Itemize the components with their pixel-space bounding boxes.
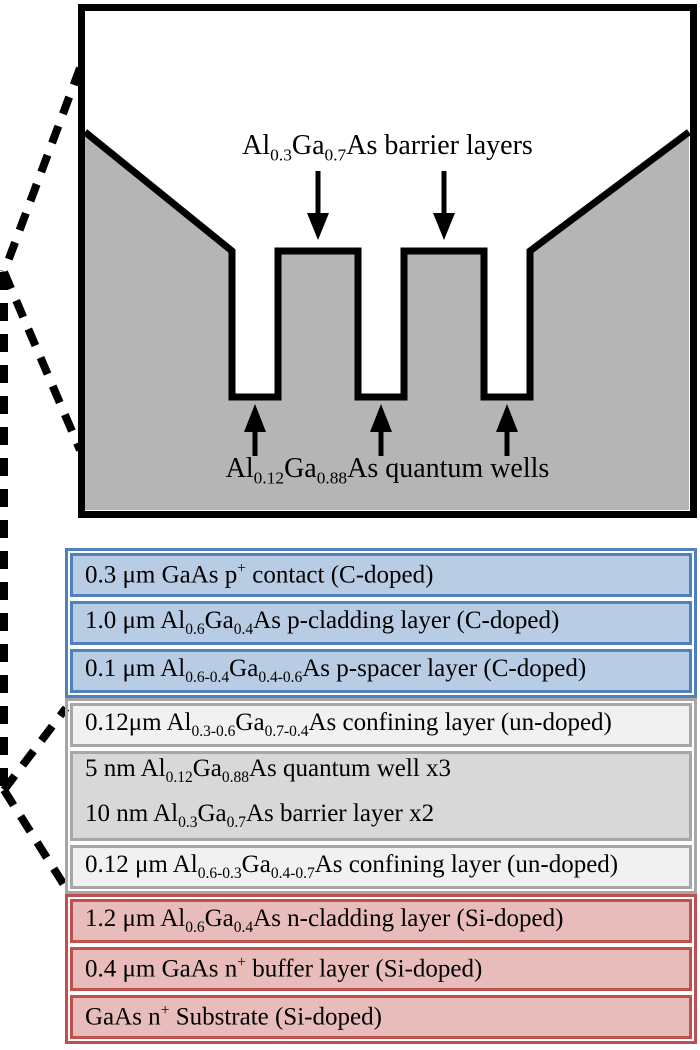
layer-row-n-cladding: 1.2 μm Al0.6Ga0.4As n-cladding layer (Si… xyxy=(70,899,692,943)
layer-row-p-contact: 0.3 μm GaAs p+ contact (C-doped) xyxy=(70,553,692,597)
well-up-arrow xyxy=(244,404,266,456)
layer-row-p-cladding: 1.0 μm Al0.6Ga0.4As p-cladding layer (C-… xyxy=(70,601,692,645)
band-region-fill xyxy=(85,132,689,510)
barrier-down-arrow xyxy=(433,171,455,240)
band-diagram-box: Al0.3Ga0.7As barrier layers Al0.12Ga0.88… xyxy=(78,4,697,518)
dashed-line-stack-bottom xyxy=(0,787,70,891)
layer-row-lower-confining: 0.12 μm Al0.6-0.3Ga0.4-0.7As confining l… xyxy=(70,845,692,889)
well-up-arrow xyxy=(370,404,392,456)
dashed-line-stack-top xyxy=(0,705,70,793)
layer-label: 0.12μm Al0.3-0.6Ga0.7-0.4As confining la… xyxy=(85,709,612,740)
band-profile xyxy=(85,129,690,510)
layer-row-quantum-wells: 5 nm Al0.12Ga0.88As quantum well x3 10 n… xyxy=(70,751,692,841)
layer-row-upper-confining: 0.12μm Al0.3-0.6Ga0.7-0.4As confining la… xyxy=(70,703,692,747)
layer-label: GaAs n+ Substrate (Si-doped) xyxy=(85,1002,382,1031)
layer-row-substrate: GaAs n+ Substrate (Si-doped) xyxy=(70,995,692,1039)
layer-label: 0.3 μm GaAs p+ contact (C-doped) xyxy=(85,560,434,589)
layer-label: 0.4 μm GaAs n+ buffer layer (Si-doped) xyxy=(85,954,483,983)
layer-row-p-spacer: 0.1 μm Al0.6-0.4Ga0.4-0.6As p-spacer lay… xyxy=(70,649,692,693)
layer-label: 0.1 μm Al0.6-0.4Ga0.4-0.6As p-spacer lay… xyxy=(85,655,587,686)
dashed-line-box-bottom xyxy=(0,270,84,452)
dashed-line-box-top xyxy=(0,66,84,274)
band-outline xyxy=(85,129,690,401)
layer-label: 10 nm Al0.3Ga0.7As barrier layer x2 xyxy=(85,800,435,831)
quantum-wells-label: Al0.12Ga0.88As quantum wells xyxy=(225,453,550,488)
layer-label: 0.12 μm Al0.6-0.3Ga0.4-0.7As confining l… xyxy=(85,851,619,882)
layer-row-n-buffer: 0.4 μm GaAs n+ buffer layer (Si-doped) xyxy=(70,947,692,991)
layer-label: 1.2 μm Al0.6Ga0.4As n-cladding layer (Si… xyxy=(85,905,564,936)
barrier-layers-label: Al0.3Ga0.7As barrier layers xyxy=(242,130,533,165)
layer-stack: 0.3 μm GaAs p+ contact (C-doped) 1.0 μm … xyxy=(65,548,697,1044)
well-up-arrow xyxy=(496,404,518,456)
active-region-group: 0.12μm Al0.3-0.6Ga0.7-0.4As confining la… xyxy=(65,698,697,894)
layer-label: 1.0 μm Al0.6Ga0.4As p-cladding layer (C-… xyxy=(85,607,560,638)
p-doped-group: 0.3 μm GaAs p+ contact (C-doped) 1.0 μm … xyxy=(65,548,697,698)
layer-label: 5 nm Al0.12Ga0.88As quantum well x3 xyxy=(85,755,452,786)
barrier-down-arrow xyxy=(307,171,329,240)
n-doped-group: 1.2 μm Al0.6Ga0.4As n-cladding layer (Si… xyxy=(65,894,697,1044)
